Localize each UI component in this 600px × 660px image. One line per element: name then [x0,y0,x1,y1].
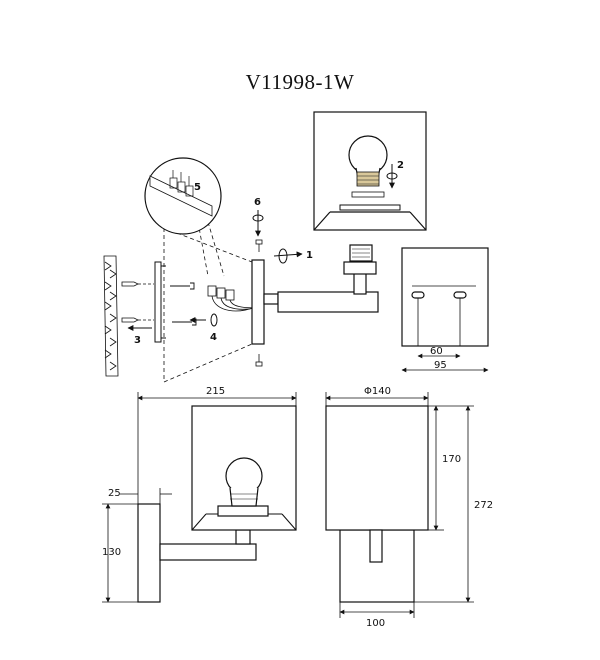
shade-detail-view [313,111,427,231]
dim-215-line [137,392,297,504]
arrow-1 [273,248,303,264]
front-elevation [325,405,429,603]
dim-bracket-width: 95 [434,360,447,371]
step-2-label: 2 [397,160,404,171]
dim-170-line [428,405,474,531]
backplate-side [251,244,379,345]
dim-shade-diameter: Φ140 [364,386,391,397]
side-elevation [137,405,297,603]
dim-wall-offset: 25 [108,488,121,499]
screw-top [255,239,263,252]
dim-130-line [102,503,138,603]
step-5-label: 5 [194,182,201,193]
screws [170,282,197,326]
bulb-icon [348,135,388,198]
arrow-6 [252,210,264,237]
dim-100-line [339,602,415,618]
model-title: V11998-1W [245,70,355,94]
dashed-callout-frame [163,221,253,383]
rotate-arrow-icon [386,164,398,189]
dim-shade-height: 170 [442,454,461,465]
screw-bottom [255,354,263,367]
dim-272-line [414,405,474,603]
dim-140-line [325,392,429,406]
terminal-block-magnifier [144,157,222,235]
arrow-4 [189,313,218,327]
dim-total-height: 272 [474,500,493,511]
wall-anchors [121,281,154,323]
dim-arm-width: 215 [206,386,225,397]
step-3-label: 3 [134,335,141,346]
dim-backplate-height: 130 [102,547,121,558]
dim-bracket-hole-spacing: 60 [430,346,443,357]
step-4-label: 4 [210,332,217,343]
dim-backplate-width: 100 [366,618,385,629]
bracket-detail-view [401,247,489,347]
dim-25-line [120,488,172,504]
step-6-label: 6 [254,197,261,208]
step-1-label: 1 [306,250,313,261]
mounting-bracket [154,261,166,343]
crystal-panel [103,255,119,377]
